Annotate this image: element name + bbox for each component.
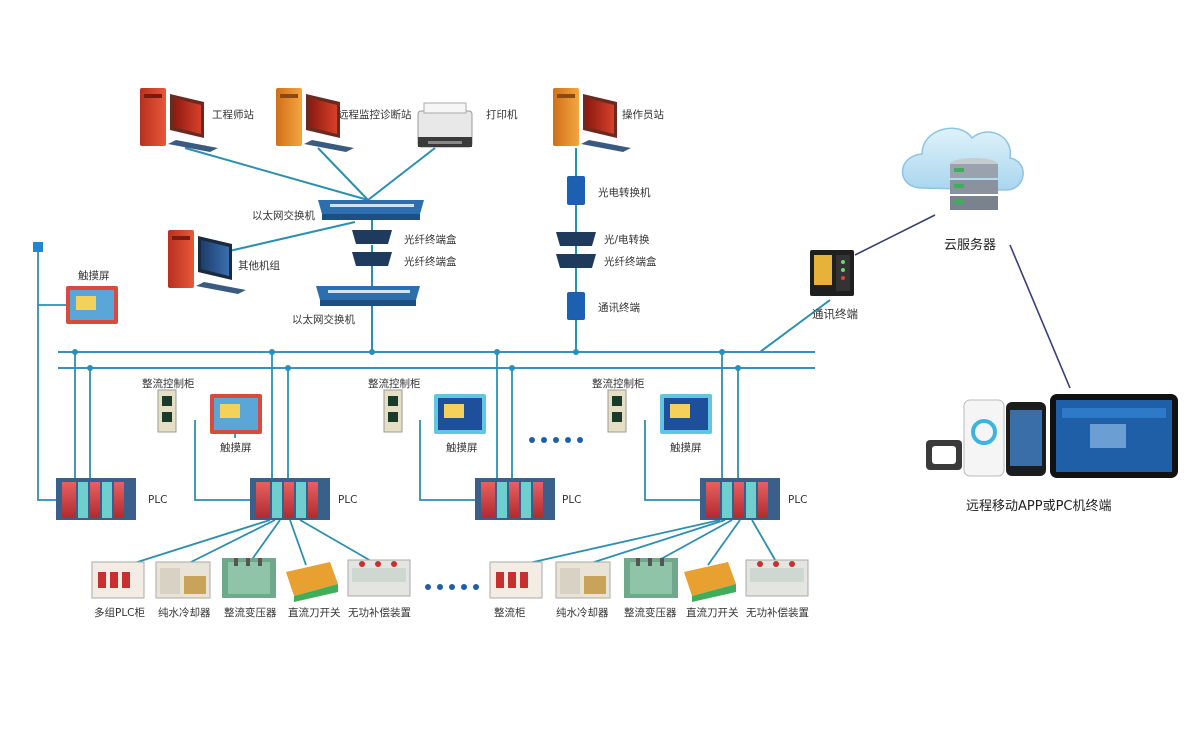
bus-junctions — [72, 349, 741, 371]
remote-monitor-station-label: 远程监控诊断站 — [338, 109, 412, 121]
device-left-5-label: 无功补偿装置 — [348, 607, 411, 619]
ethernet-switch-top-label: 以太网交换机 — [252, 210, 315, 222]
plc-1-label: PLC — [338, 494, 358, 506]
cabinet-3-title: 整流控制柜 — [592, 378, 645, 390]
device-right-4-label: 直流刀开关 — [686, 607, 739, 619]
device-right-1-label: 整流柜 — [494, 607, 526, 619]
printer-icon[interactable] — [417, 102, 473, 148]
engineer-station-icon[interactable] — [140, 88, 218, 152]
cabinet-1-title: 整流控制柜 — [142, 378, 195, 390]
endpoint-marker — [33, 242, 43, 252]
remote-monitor-station-icon[interactable] — [276, 88, 354, 152]
device-right-3-label: 整流变压器 — [624, 607, 677, 619]
device-left-4-label: 直流刀开关 — [288, 607, 341, 619]
device-right-5-label: 无功补偿装置 — [746, 607, 809, 619]
ethernet-bus — [58, 351, 815, 369]
touchscreen-left-icon[interactable] — [66, 286, 118, 324]
optical-converter-icons[interactable] — [567, 176, 585, 320]
plc-3-label: PLC — [788, 494, 808, 506]
operator-station-icon[interactable] — [553, 88, 631, 152]
cabinet-2-title: 整流控制柜 — [368, 378, 421, 390]
plc-2-label: PLC — [562, 494, 582, 506]
cabinet-group-3[interactable] — [607, 389, 712, 434]
bus-drops — [37, 252, 739, 501]
device-links — [127, 519, 779, 566]
optical-converter-top-label: 光电转换机 — [598, 187, 651, 199]
cabinet-group-2[interactable] — [383, 389, 486, 434]
touchscreen-left-label: 触摸屏 — [78, 270, 110, 282]
ethernet-switch-bottom-icon[interactable] — [316, 286, 420, 306]
ellipsis-dots-bottom — [425, 584, 479, 590]
main-plc-label: PLC — [148, 494, 168, 506]
cabinet-1-hmi-label: 触摸屏 — [220, 442, 252, 454]
other-unit-computer-icon[interactable] — [168, 230, 246, 294]
fiber-box-1-label: 光纤终端盒 — [404, 234, 457, 246]
device-left-1-label: 多组PLC柜 — [94, 607, 146, 619]
comm-terminal-gateway-icon[interactable] — [810, 250, 854, 296]
device-left-3-label: 整流变压器 — [224, 607, 277, 619]
ethernet-switch-bottom-label: 以太网交换机 — [292, 314, 355, 326]
operator-station-label: 操作员站 — [622, 109, 664, 121]
cabinet-group-1[interactable] — [157, 389, 262, 434]
app-terminal-label: 远程移动APP或PC机终端 — [966, 499, 1112, 514]
comm-terminal-left-label: 通讯终端 — [598, 302, 640, 314]
device-left-2-label: 纯水冷却器 — [158, 607, 211, 619]
engineer-station-label: 工程师站 — [212, 109, 254, 121]
device-right-2-label: 纯水冷却器 — [556, 607, 609, 619]
mobile-and-pc-terminal-icon[interactable] — [926, 394, 1178, 478]
field-devices-left-icons[interactable] — [91, 558, 411, 602]
cabinet-3-hmi-label: 触摸屏 — [670, 442, 702, 454]
remote-links — [854, 214, 1071, 389]
comm-terminal-label: 通讯终端 — [812, 307, 858, 321]
cloud-server-label: 云服务器 — [944, 238, 997, 253]
fiber-box-2-label: 光纤终端盒 — [404, 256, 457, 268]
plc-rack-icons[interactable] — [56, 478, 780, 520]
optical-converter-mid2-label: 光纤终端盒 — [604, 256, 657, 268]
ethernet-switch-top-icon[interactable] — [318, 200, 424, 220]
printer-label: 打印机 — [486, 109, 518, 121]
cloud-server-icon[interactable] — [901, 127, 1024, 210]
cabinet-2-hmi-label: 触摸屏 — [446, 442, 478, 454]
fiber-box-icons[interactable] — [352, 230, 596, 268]
ellipsis-dots-mid — [529, 437, 583, 443]
top-links — [184, 147, 831, 353]
optical-converter-mid1-label: 光/电转换 — [604, 234, 650, 246]
field-devices-right-icons[interactable] — [489, 558, 809, 602]
other-unit-label: 其他机组 — [238, 260, 280, 272]
